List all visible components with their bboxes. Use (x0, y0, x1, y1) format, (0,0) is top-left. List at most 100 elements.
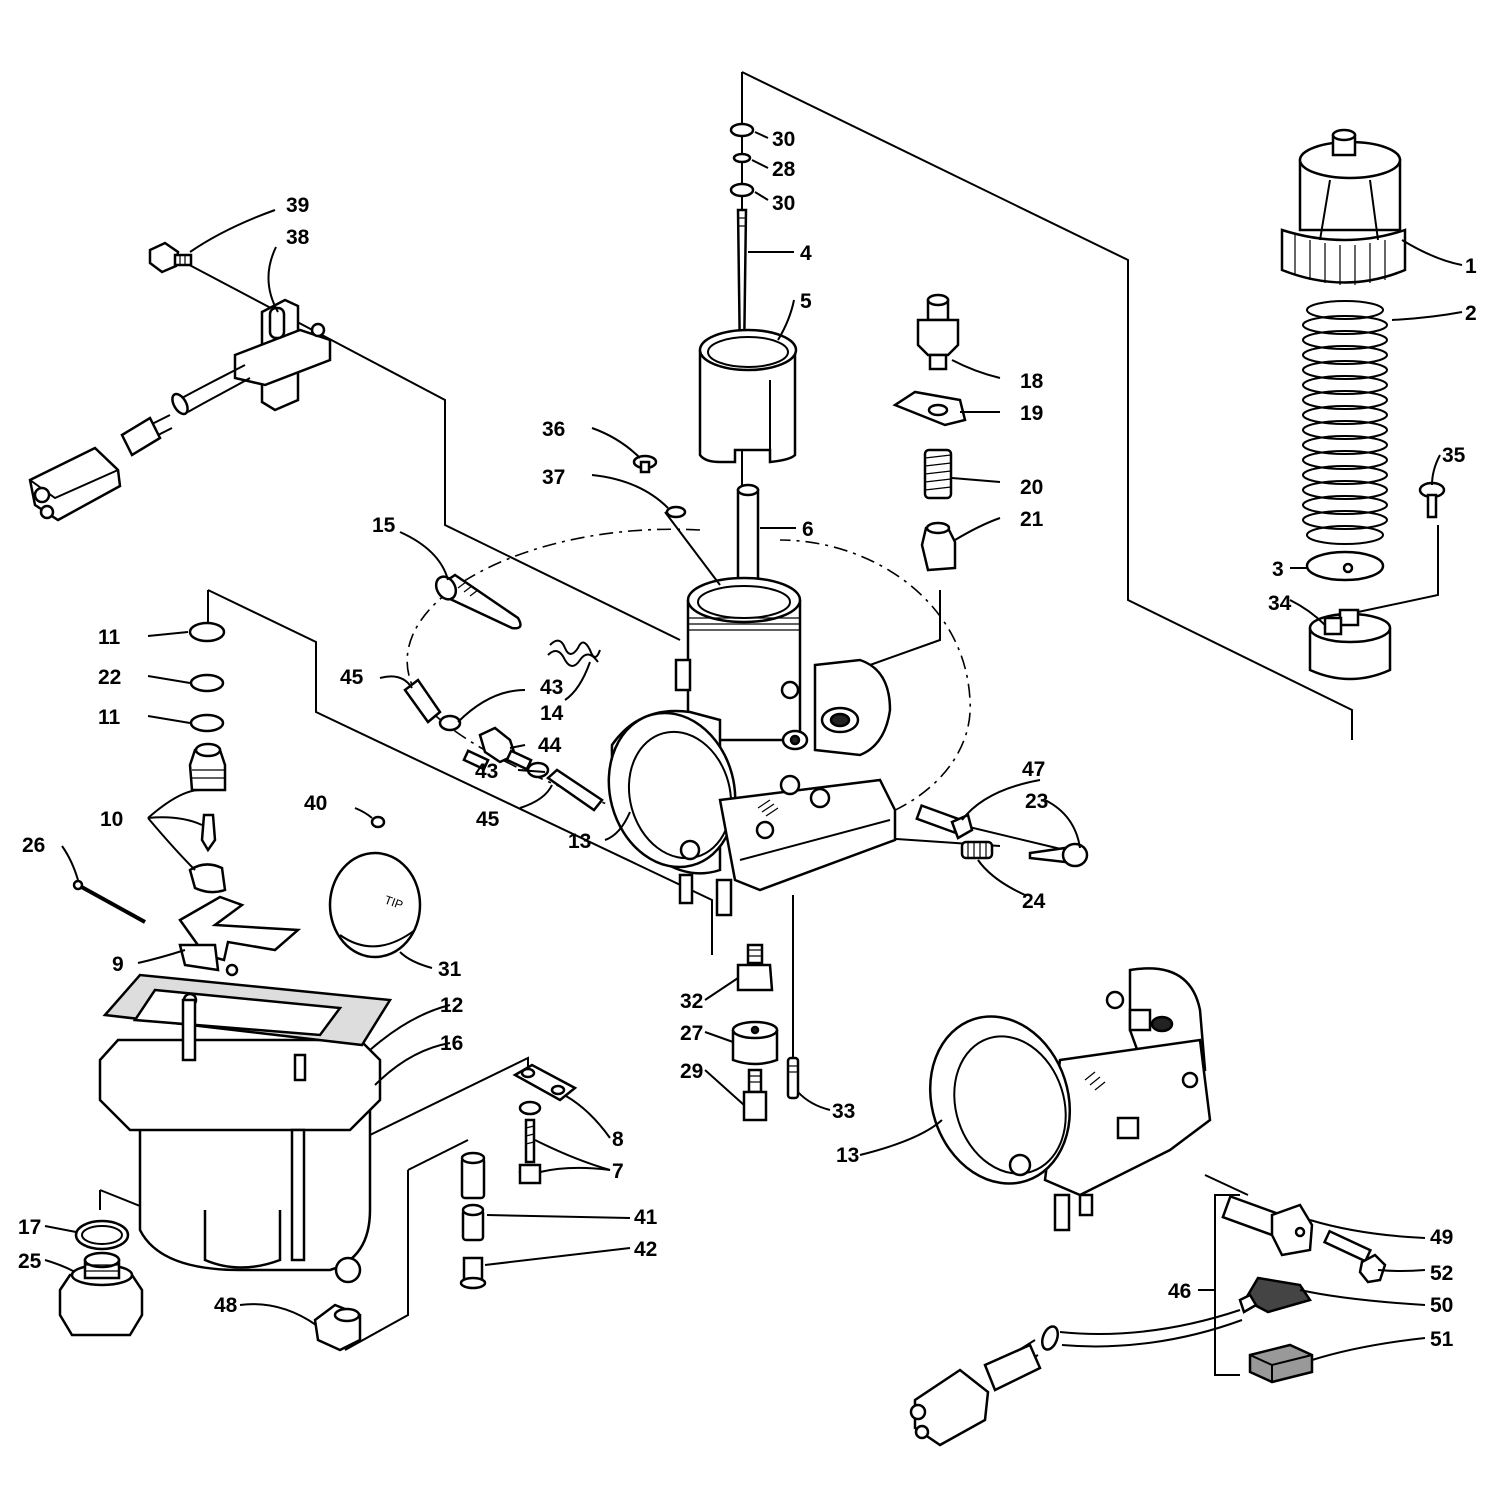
throttle-valve-34 (1308, 608, 1392, 681)
spring-coil (1302, 510, 1388, 530)
label-33: 33 (832, 1100, 855, 1123)
label-29: 29 (680, 1060, 703, 1083)
label-44: 44 (538, 734, 562, 757)
pilot-screw-23 (1028, 842, 1089, 868)
label-43-upper: 43 (540, 676, 563, 699)
connector-lower (909, 1368, 990, 1447)
spring-coil (1302, 495, 1388, 515)
washer-37 (665, 505, 687, 519)
label-46: 46 (1168, 1280, 1191, 1303)
pilot-jet-33 (786, 1056, 800, 1100)
label-30-top: 30 (772, 128, 795, 151)
label-30-bottom: 30 (772, 192, 795, 215)
label-27: 27 (680, 1022, 703, 1045)
label-37: 37 (542, 466, 565, 489)
wire-harness-top (120, 364, 251, 457)
plunger-21 (920, 521, 957, 572)
carburetor-body (607, 483, 897, 917)
spring-coil (1302, 375, 1388, 395)
bolt-52 (1322, 1229, 1387, 1284)
hose-45-upper (403, 678, 442, 724)
air-screw-15 (434, 573, 522, 630)
pin-26 (72, 879, 146, 924)
tee-fitting-44 (462, 726, 533, 771)
label-10: 10 (100, 808, 123, 831)
label-31: 31 (438, 958, 462, 981)
label-51: 51 (1430, 1328, 1454, 1351)
label-12: 12 (440, 994, 463, 1017)
label-13-upper: 13 (568, 830, 591, 853)
label-47: 47 (1022, 758, 1045, 781)
label-22: 22 (98, 666, 121, 689)
label-14: 14 (540, 702, 564, 725)
label-8: 8 (612, 1128, 624, 1151)
hatch-marks (757, 799, 779, 817)
spring-coil (1302, 315, 1388, 335)
washer-30-bottom (729, 182, 755, 198)
washer-30-top (729, 122, 755, 138)
label-4: 4 (800, 242, 812, 265)
label-9: 9 (112, 953, 124, 976)
spring-coil (1302, 330, 1388, 350)
screw-36 (632, 454, 658, 474)
gasket-12 (102, 973, 393, 1082)
label-45-upper: 45 (340, 666, 364, 689)
label-24: 24 (1022, 890, 1046, 913)
screw-39 (148, 241, 193, 274)
label-1: 1 (1465, 255, 1477, 278)
label-25: 25 (18, 1250, 42, 1273)
clamp-43-upper (438, 714, 462, 732)
label-2: 2 (1465, 302, 1477, 325)
hose-45-lower (545, 768, 604, 812)
screw-7 (518, 1100, 542, 1185)
sensor-pad-50 (1238, 1276, 1312, 1314)
spring-coil (1306, 525, 1384, 545)
connector-top (28, 446, 122, 522)
o-ring-17 (74, 1219, 130, 1251)
float-arm-9 (178, 895, 302, 977)
sensor-49 (1221, 1194, 1314, 1257)
spring-coil (1302, 465, 1388, 485)
label-40: 40 (304, 792, 327, 815)
label-13-lower: 13 (836, 1144, 859, 1167)
spring-coil (1302, 405, 1388, 425)
screw-35 (1418, 481, 1446, 519)
float-bowl-16 (98, 1038, 382, 1284)
spring-coil (1302, 420, 1388, 440)
label-32: 32 (680, 990, 703, 1013)
label-49: 49 (1430, 1226, 1453, 1249)
needle-stack (698, 122, 798, 464)
label-17: 17 (18, 1216, 41, 1239)
spring-coil (1302, 480, 1388, 500)
spring-coil (1302, 345, 1388, 365)
throttle-switch-assembly (28, 241, 332, 522)
label-41: 41 (634, 1206, 658, 1229)
label-11-bottom: 11 (98, 706, 121, 729)
jet-42 (459, 1256, 487, 1290)
sensor-wire (983, 1309, 1243, 1392)
label-43-lower: 43 (475, 760, 498, 783)
label-21: 21 (1020, 508, 1044, 531)
plug-40 (370, 815, 386, 829)
washer-11-top (188, 621, 226, 643)
needle-valve-seat-10 (188, 742, 227, 894)
float-mark: TIP (383, 893, 405, 913)
label-42: 42 (634, 1238, 657, 1261)
starter-plunger-18 (916, 293, 960, 371)
washer-22 (189, 673, 225, 693)
float-valve-stack (188, 621, 227, 894)
label-15: 15 (372, 514, 396, 537)
drain-plug-25 (58, 1251, 144, 1337)
switch-38 (233, 298, 332, 412)
pad-51 (1248, 1343, 1314, 1384)
label-20: 20 (1020, 476, 1043, 499)
label-16: 16 (440, 1032, 463, 1055)
label-23: 23 (1025, 790, 1048, 813)
mixing-chamber-top-1 (1280, 128, 1407, 285)
leader-lines (44, 131, 1463, 1361)
label-38: 38 (286, 226, 310, 249)
plate-8 (512, 1063, 578, 1102)
drain-cock-48 (313, 1303, 362, 1352)
